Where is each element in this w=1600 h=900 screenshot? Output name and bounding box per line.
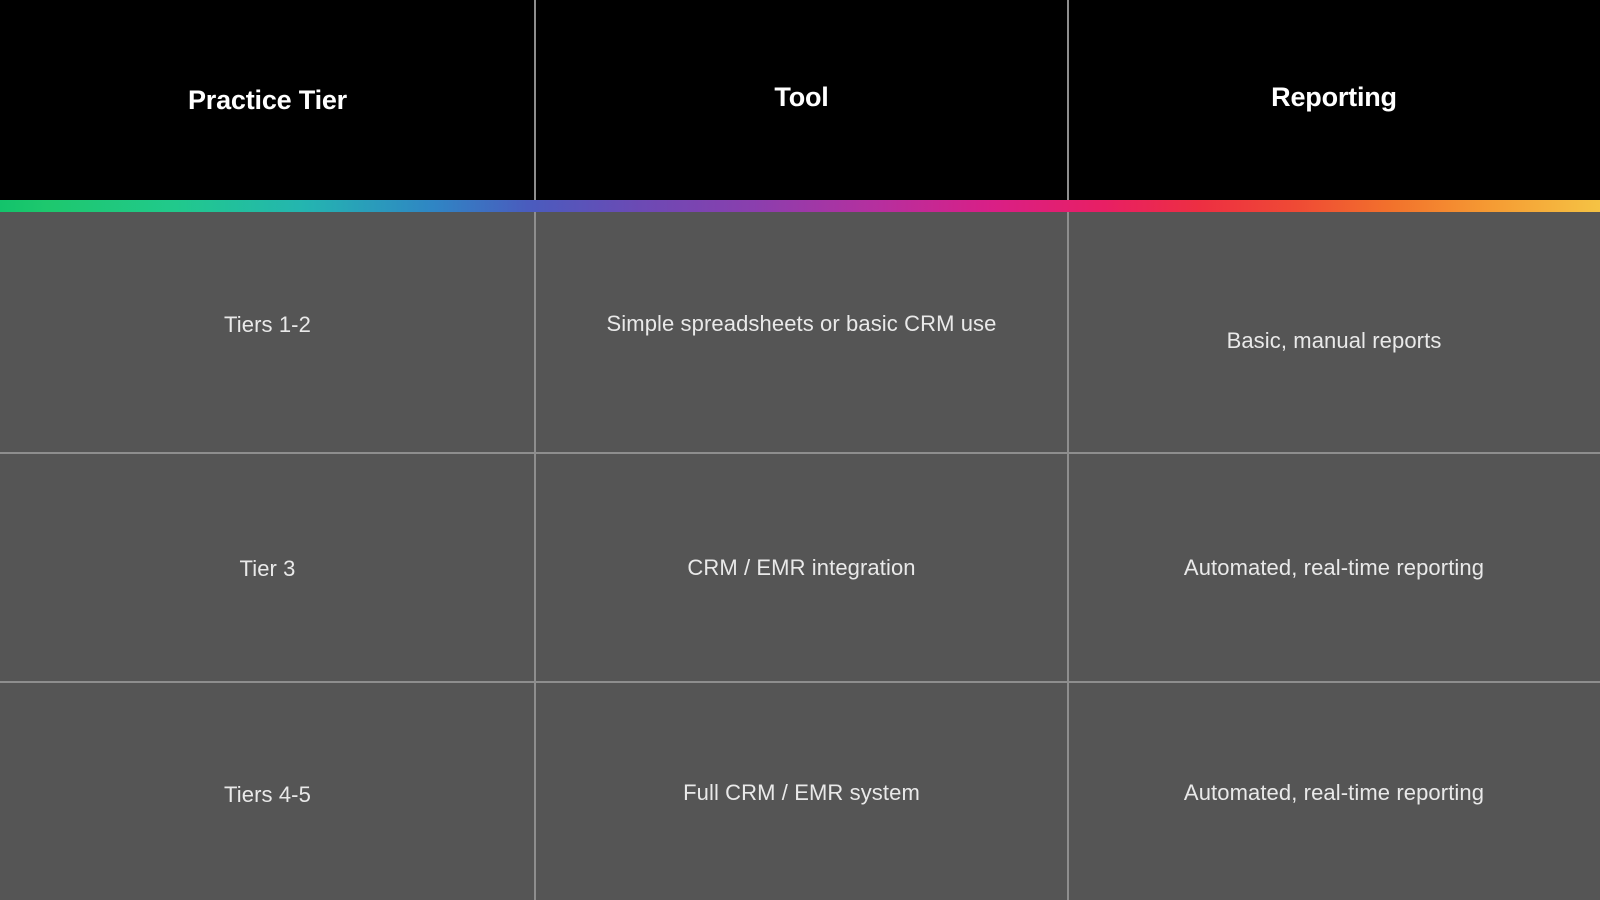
cell-practice-tier-text: Tiers 1-2: [224, 311, 311, 337]
table-header-row: Practice Tier Tool Reporting: [0, 0, 1600, 200]
cell-practice-tier: Tiers 4-5: [0, 682, 535, 900]
column-header-practice-tier-label: Practice Tier: [187, 84, 347, 115]
cell-tool-text: Full CRM / EMR system: [683, 780, 920, 806]
cell-reporting-text: Automated, real-time reporting: [1183, 780, 1485, 806]
cell-tool: Simple spreadsheets or basic CRM use: [535, 212, 1068, 453]
cell-reporting: Basic, manual reports: [1068, 212, 1600, 453]
cell-practice-tier: Tier 3: [0, 453, 535, 682]
accent-gradient-divider: [0, 200, 1600, 212]
cell-practice-tier: Tiers 1-2: [0, 212, 535, 453]
header-column-divider-1: [534, 0, 536, 200]
cell-reporting-text: Basic, manual reports: [1226, 327, 1442, 353]
table-row: Tiers 4-5 Full CRM / EMR system Automate…: [0, 682, 1600, 900]
cell-reporting: Automated, real-time reporting: [1068, 453, 1600, 682]
cell-tool: CRM / EMR integration: [535, 453, 1068, 682]
cell-reporting-text: Automated, real-time reporting: [1183, 554, 1485, 580]
cell-practice-tier-text: Tiers 4-5: [224, 782, 311, 808]
cell-tool: Full CRM / EMR system: [535, 682, 1068, 900]
table-body: Tiers 1-2 Simple spreadsheets or basic C…: [0, 212, 1600, 900]
cell-reporting: Automated, real-time reporting: [1068, 682, 1600, 900]
table-row: Tier 3 CRM / EMR integration Automated, …: [0, 453, 1600, 682]
table-row: Tiers 1-2 Simple spreadsheets or basic C…: [0, 212, 1600, 453]
column-header-reporting-label: Reporting: [1271, 81, 1397, 112]
cell-practice-tier-text: Tier 3: [239, 555, 296, 581]
column-header-practice-tier: Practice Tier: [0, 0, 535, 200]
column-header-tool: Tool: [535, 0, 1068, 200]
cell-tool-text: Simple spreadsheets or basic CRM use: [606, 310, 997, 336]
column-header-reporting: Reporting: [1068, 0, 1600, 200]
header-column-divider-2: [1067, 0, 1069, 200]
column-header-tool-label: Tool: [774, 81, 829, 112]
cell-tool-text: CRM / EMR integration: [687, 554, 916, 580]
